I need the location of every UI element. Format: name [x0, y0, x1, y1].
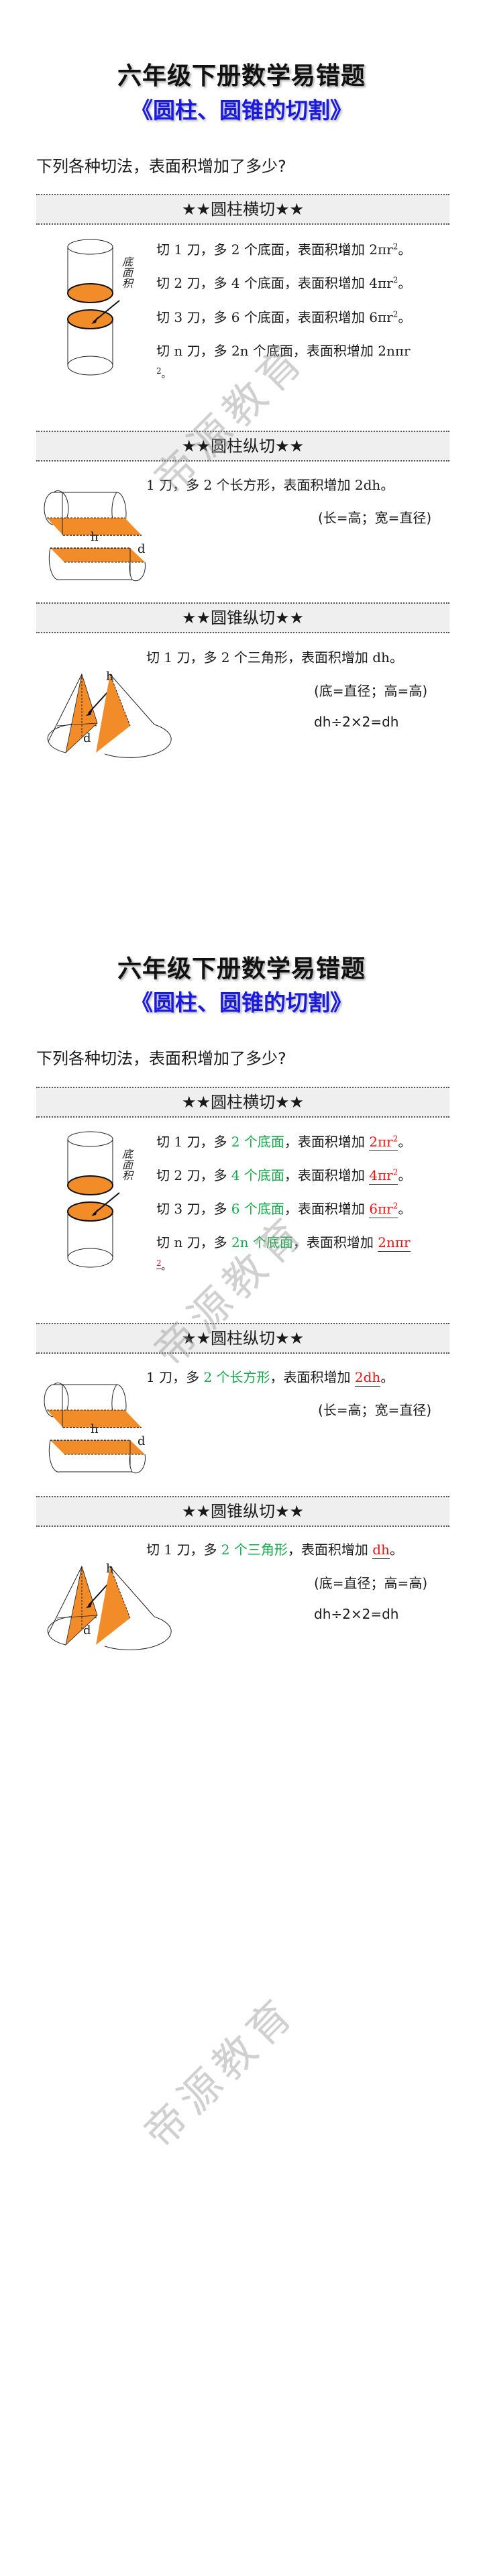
page-subtitle: 《圆柱、圆锥的切割》: [131, 97, 352, 123]
cylinder-horizontal-cut-diagram: [67, 239, 120, 376]
answer-cone-diameter-label: d: [83, 1623, 91, 1638]
answer-cone-cut-line: 切 1 刀，多 2 个三角形，表面积增加 dh。: [146, 1542, 403, 1559]
answer-section-header-cylinder-vertical: ★★圆柱纵切★★: [36, 1323, 449, 1354]
answer-cut-line-n-wrap: 2。: [156, 1258, 171, 1273]
cut-line-3: 切 3 刀，多 6 个底面，表面积增加 6πr2。: [156, 309, 412, 325]
cut-line-2: 切 2 刀，多 4 个底面，表面积增加 4πr2。: [156, 275, 412, 291]
answer-cone-vertical-cut-diagram: [47, 1565, 172, 1650]
section-header-cone-vertical: ★★圆锥纵切★★: [36, 602, 449, 633]
answer-diameter-label: d: [138, 1434, 146, 1448]
vertical-cut-line: 1 刀，多 2 个长方形，表面积增加 2dh。: [146, 477, 394, 493]
cone-height-label: h: [106, 669, 114, 684]
section-header-cylinder-horizontal: ★★圆柱横切★★: [36, 194, 449, 225]
answer-cylinder-vertical-cut-diagram: [44, 1383, 146, 1474]
answer-cone-height-label: h: [106, 1562, 114, 1576]
answer-section-header-cone-vertical: ★★圆锥纵切★★: [36, 1496, 449, 1527]
answer-question-prompt: 下列各种切法，表面积增加了多少?: [36, 1049, 286, 1068]
answer-page-subtitle: 《圆柱、圆锥的切割》: [131, 989, 352, 1016]
section-header-cylinder-vertical: ★★圆柱纵切★★: [36, 431, 449, 462]
question-prompt: 下列各种切法，表面积增加了多少?: [36, 157, 286, 176]
answer-height-label: h: [91, 1422, 99, 1436]
cone-diameter-label: d: [83, 731, 91, 745]
cylinder-vertical-cut-diagram: [44, 490, 146, 582]
answer-triangle-dimension-note: (底=直径；高=高): [314, 1575, 428, 1591]
height-label: h: [91, 530, 99, 544]
answer-section-header-cylinder-horizontal: ★★圆柱横切★★: [36, 1087, 449, 1118]
cut-line-n-wrap: 2。: [156, 366, 171, 380]
base-area-label: 底面积: [120, 256, 133, 288]
cone-cut-line: 切 1 刀，多 2 个三角形，表面积增加 dh。: [146, 649, 403, 665]
cut-line-1: 切 1 刀，多 2 个底面，表面积增加 2πr2。: [156, 241, 412, 258]
watermark: 帝源教育: [134, 1986, 306, 2158]
triangle-area-formula: dh÷2×2=dh: [314, 714, 399, 730]
answer-cylinder-horizontal-cut-diagram: [67, 1131, 120, 1268]
answer-rect-dimension-note: (长=高；宽=直径): [318, 1402, 432, 1418]
answer-base-area-label: 底面积: [120, 1148, 133, 1181]
answer-cut-line-n: 切 n 刀，多 2n 个底面，表面积增加 2nπr: [156, 1234, 411, 1252]
triangle-dimension-note: (底=直径；高=高): [314, 683, 428, 699]
answer-page-title: 六年级下册数学易错题: [117, 955, 366, 983]
answer-cut-line-2: 切 2 刀，多 4 个底面，表面积增加 4πr2。: [156, 1167, 412, 1185]
cut-line-n: 切 n 刀，多 2n 个底面，表面积增加 2nπr: [156, 343, 411, 359]
diameter-label: d: [138, 542, 146, 556]
answer-vertical-cut-line: 1 刀，多 2 个长方形，表面积增加 2dh。: [146, 1369, 394, 1387]
rect-dimension-note: (长=高；宽=直径): [318, 510, 432, 526]
answer-triangle-area-formula: dh÷2×2=dh: [314, 1606, 399, 1622]
answer-cut-line-1: 切 1 刀，多 2 个底面，表面积增加 2πr2。: [156, 1134, 412, 1151]
answer-cut-line-3: 切 3 刀，多 6 个底面，表面积增加 6πr2。: [156, 1201, 412, 1218]
cone-vertical-cut-diagram: [47, 673, 172, 758]
page-title: 六年级下册数学易错题: [117, 62, 366, 90]
